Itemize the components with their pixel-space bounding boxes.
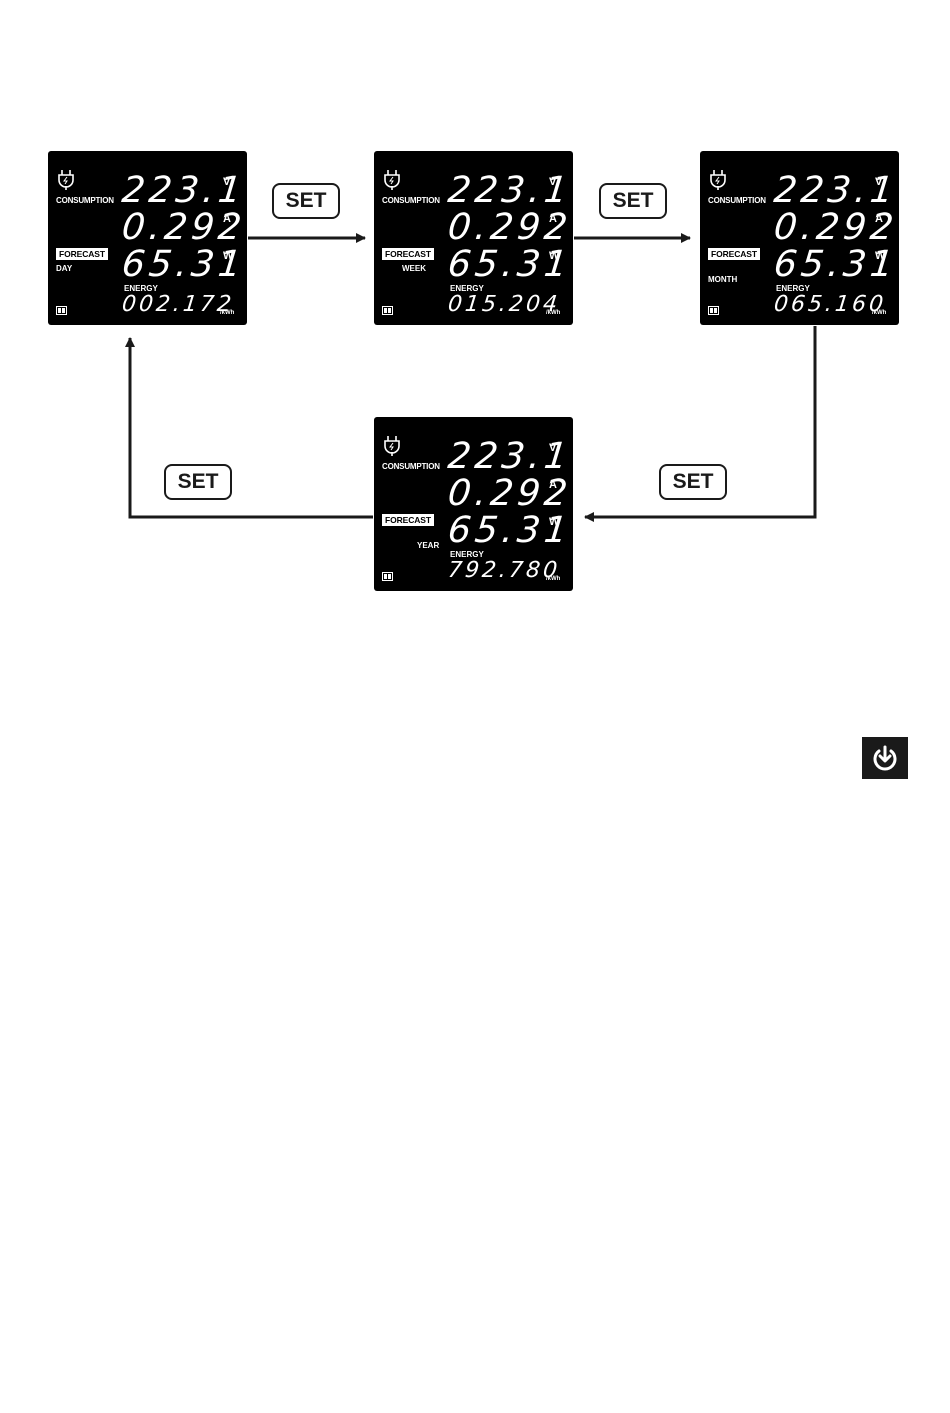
set-button-month-to-year[interactable]: SET (659, 464, 727, 500)
voltage-unit: V (875, 176, 882, 188)
energy-unit: /kWh (546, 576, 560, 582)
current-unit: A (223, 213, 231, 225)
consumption-label: CONSUMPTION (382, 196, 440, 205)
power-icon (870, 743, 900, 773)
period-label: WEEK (402, 264, 426, 273)
current-unit: A (875, 213, 883, 225)
voltage-unit: V (223, 176, 230, 188)
energy-value: 792.780 (447, 560, 561, 582)
plug-icon (384, 170, 400, 190)
current-unit: A (549, 479, 557, 491)
set-button-year-to-day[interactable]: SET (164, 464, 232, 500)
forecast-badge: FORECAST (56, 248, 108, 260)
forecast-badge: FORECAST (708, 248, 760, 260)
forecast-badge: FORECAST (382, 248, 434, 260)
current-unit: A (549, 213, 557, 225)
set-button-day-to-week[interactable]: SET (272, 183, 340, 219)
lcd-screen-month: CONSUMPTION 223.1 V 0.292 A FORECAST MON… (700, 151, 899, 325)
energy-unit: /kWh (872, 310, 886, 316)
voltage-unit: V (549, 176, 556, 188)
power-icon-box (862, 737, 908, 779)
power-unit: W (549, 516, 559, 528)
energy-value: 065.160 (773, 294, 887, 316)
battery-icon (56, 306, 67, 315)
consumption-label: CONSUMPTION (56, 196, 114, 205)
battery-icon (708, 306, 719, 315)
energy-unit: /kWh (220, 310, 234, 316)
set-button-week-to-month[interactable]: SET (599, 183, 667, 219)
energy-value: 002.172 (121, 294, 235, 316)
power-unit: W (223, 250, 233, 262)
plug-icon (58, 170, 74, 190)
lcd-screen-year: CONSUMPTION 223.1 V 0.292 A FORECAST YEA… (374, 417, 573, 591)
energy-unit: /kWh (546, 310, 560, 316)
period-label: MONTH (708, 275, 737, 284)
plug-icon (384, 436, 400, 456)
consumption-label: CONSUMPTION (382, 462, 440, 471)
consumption-label: CONSUMPTION (708, 196, 766, 205)
energy-value: 015.204 (447, 294, 561, 316)
plug-icon (710, 170, 726, 190)
lcd-screen-day: CONSUMPTION 223.1 V 0.292 A FORECAST DAY… (48, 151, 247, 325)
forecast-badge: FORECAST (382, 514, 434, 526)
power-unit: W (875, 250, 885, 262)
battery-icon (382, 572, 393, 581)
lcd-screen-week: CONSUMPTION 223.1 V 0.292 A FORECAST WEE… (374, 151, 573, 325)
period-label: YEAR (417, 541, 439, 550)
voltage-unit: V (549, 442, 556, 454)
period-label: DAY (56, 264, 72, 273)
battery-icon (382, 306, 393, 315)
power-unit: W (549, 250, 559, 262)
